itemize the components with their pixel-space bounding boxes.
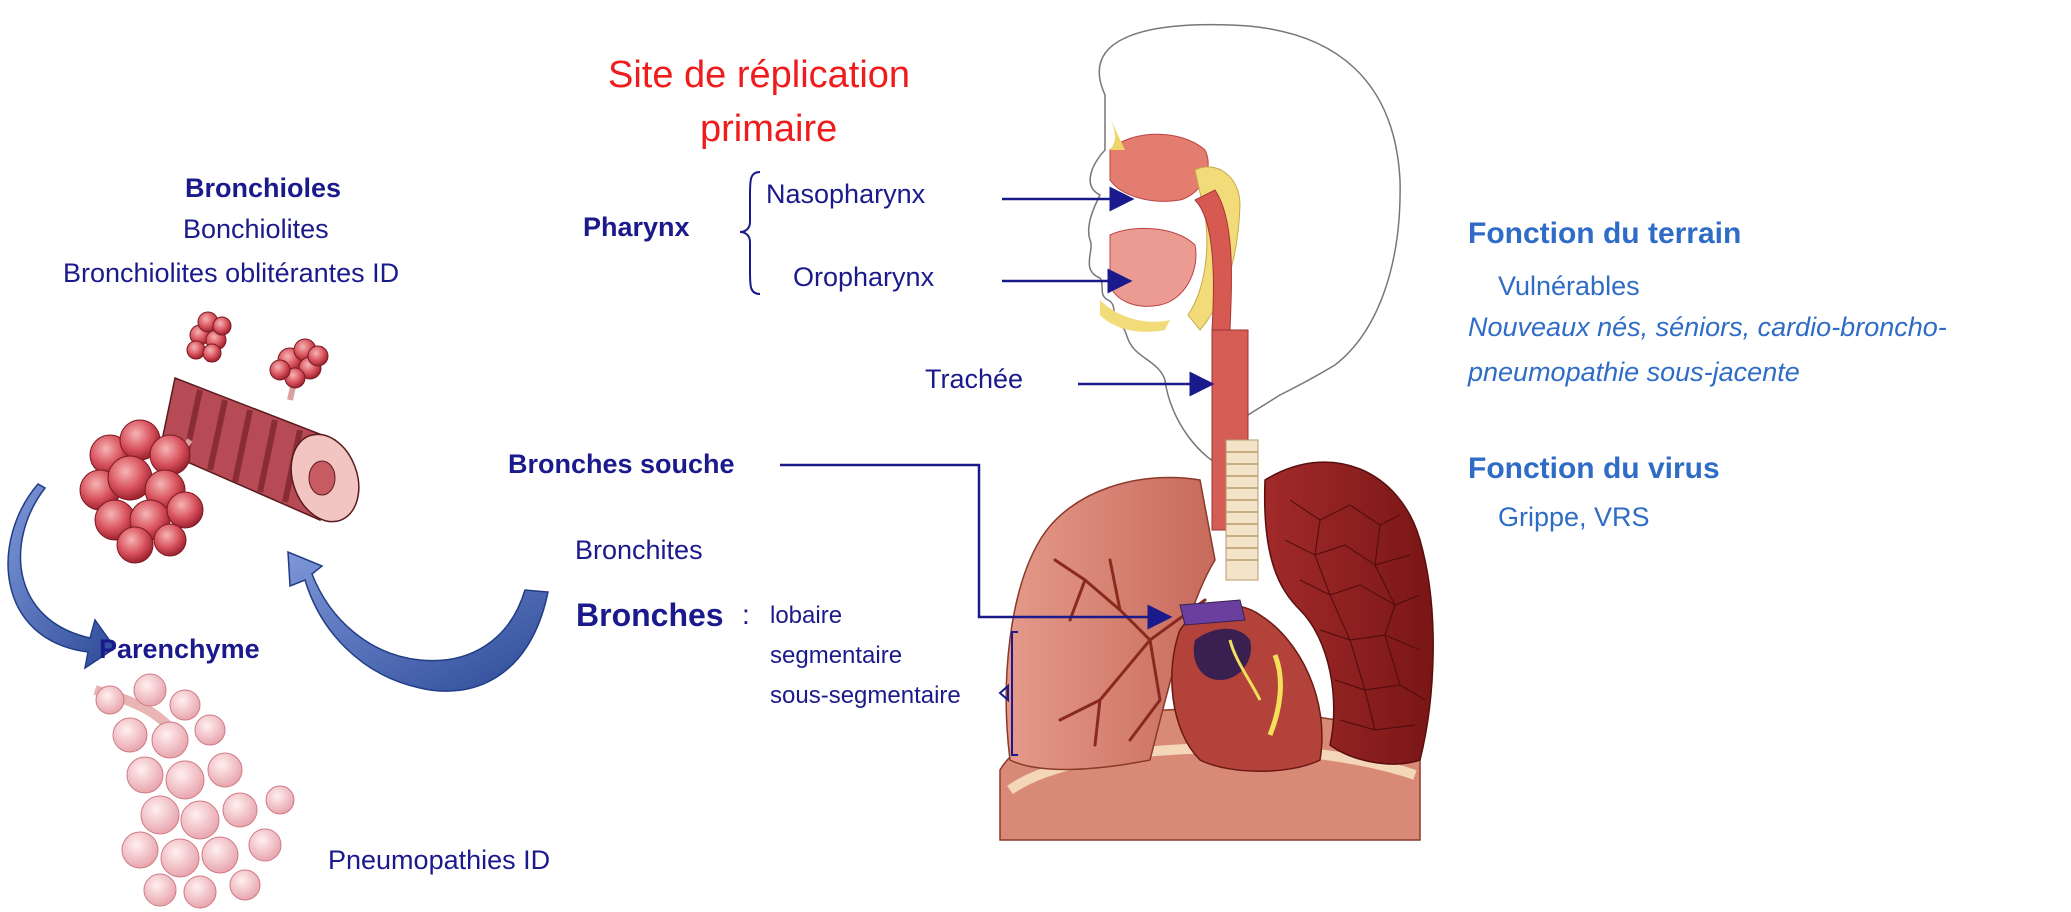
bronches-lobaire: lobaire [770, 604, 842, 628]
bronches-colon: : [742, 601, 750, 629]
virus-title: Fonction du virus [1468, 454, 1720, 484]
virus-line1: Grippe, VRS [1498, 504, 1650, 531]
bronches-label: Bronches [576, 599, 724, 631]
bronchiole-illustration [80, 312, 370, 563]
bronchites-label: Bronchites [575, 537, 703, 564]
bronches-sous-segmentaire: sous-segmentaire [770, 684, 961, 708]
parenchyme-label: Parenchyme [99, 636, 260, 663]
terrain-line1: Nouveaux nés, séniors, cardio-broncho- [1468, 314, 1947, 341]
terrain-title: Fonction du terrain [1468, 219, 1741, 249]
nasopharynx-label: Nasopharynx [766, 181, 925, 208]
curved-arrow-to-bronchioles [288, 552, 548, 691]
bronchioles-title: Bronchioles [185, 175, 341, 202]
oropharynx-label: Oropharynx [793, 264, 934, 291]
title-line2: primaire [700, 110, 837, 148]
bronches-souche-label: Bronches souche [508, 451, 735, 478]
bronchioles-line2: Bronchiolites oblitérantes ID [63, 260, 399, 287]
pneumopathies-label: Pneumopathies ID [328, 847, 550, 874]
parenchyma-illustration [85, 668, 305, 908]
trachee-label: Trachée [925, 366, 1023, 393]
pharynx-brace [740, 172, 760, 294]
pharynx-label: Pharynx [583, 214, 690, 241]
title-line1: Site de réplication [608, 56, 910, 94]
terrain-line2: pneumopathie sous-jacente [1468, 359, 1800, 386]
terrain-vulnerables: Vulnérables [1498, 273, 1640, 300]
bronches-segmentaire: segmentaire [770, 644, 902, 668]
bronchioles-line1: Bonchiolites [183, 216, 329, 243]
